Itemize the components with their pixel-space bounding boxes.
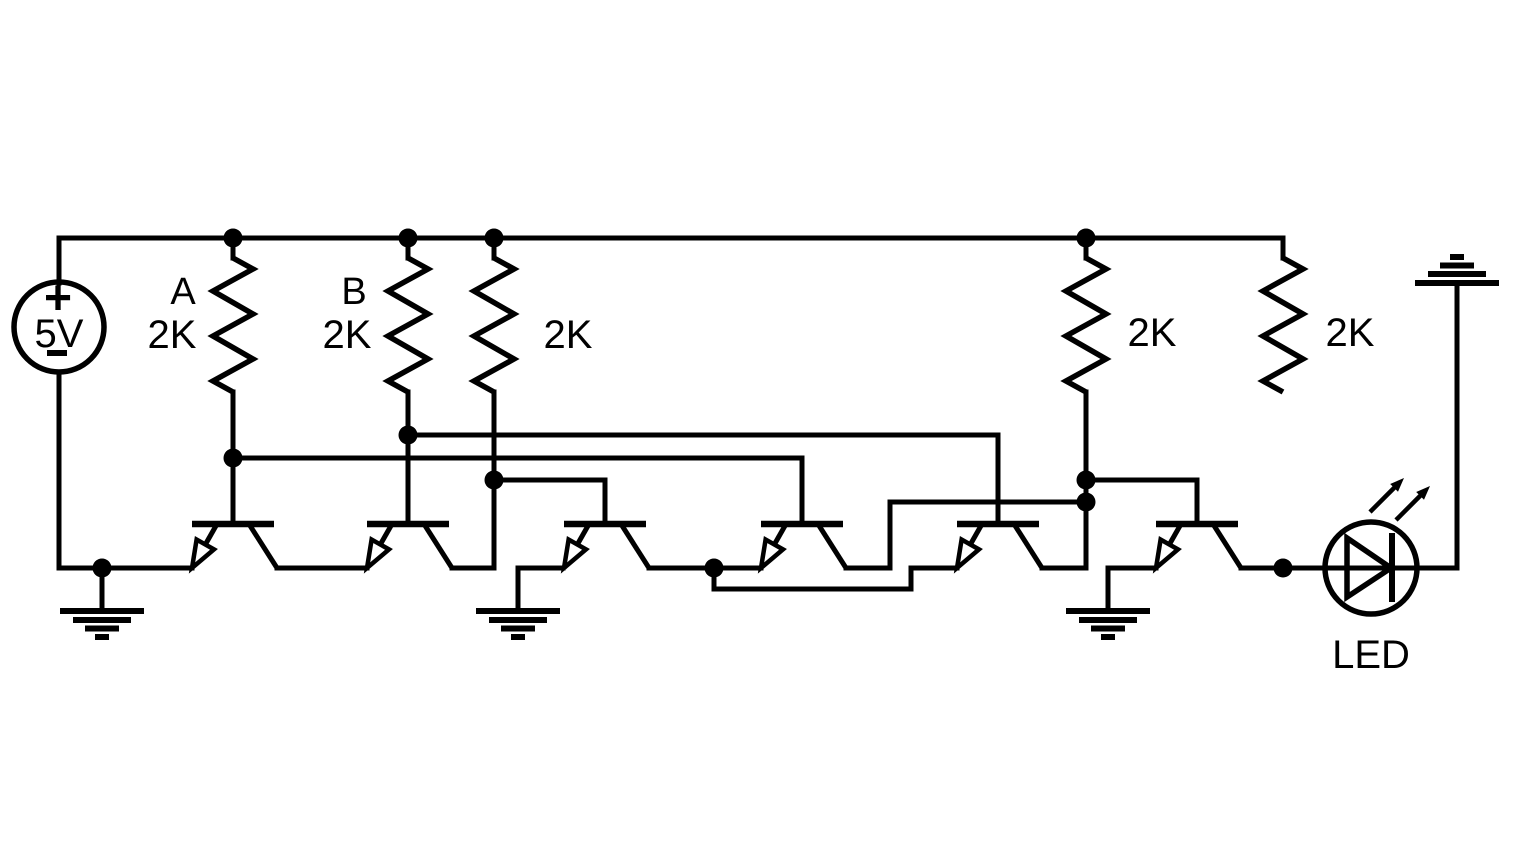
ground-symbol-3 [1066, 611, 1150, 637]
transistor-q1 [192, 524, 277, 568]
junction-dot-common-emitter [704, 558, 724, 578]
wire-q4-collector-to-node2 [843, 499, 1089, 571]
transistor-q5 [957, 524, 1042, 568]
wire-input-b-to-q5-base [405, 432, 1001, 527]
wire-top-power-rail [56, 235, 1286, 286]
voltage-source-circle [11, 279, 107, 375]
transistor-q3 [564, 524, 649, 568]
junction-dot-rail-c [484, 228, 504, 248]
wire-q5-emitter-jog [711, 565, 960, 592]
resistor-e-symbol [1263, 258, 1303, 392]
labels: A 2K B 2K 2K 2K 2K LED [148, 271, 1410, 677]
wires [56, 235, 1460, 614]
junction-dot-rail-d [1076, 228, 1096, 248]
voltage-source-5v: + 5V [11, 272, 107, 375]
wire-source-negative [56, 369, 195, 571]
label-led: LED [1332, 633, 1410, 677]
label-resistor-c-value: 2K [544, 313, 593, 357]
ground-symbol-top-right [1415, 257, 1499, 283]
led-light-arrow-2 [1396, 486, 1430, 520]
junction-dot-node2-lower [1076, 492, 1096, 512]
ground-symbol-2 [476, 611, 560, 637]
junction-dot-rail-b [398, 228, 418, 248]
voltage-source-plus-sign: + [44, 272, 72, 325]
led-circle [1322, 519, 1420, 617]
resistor-b-symbol [388, 258, 428, 392]
label-input-b: B [341, 271, 366, 313]
ground-symbol-1 [60, 611, 144, 637]
voltage-source-value: 5V [35, 312, 84, 356]
resistor-c-symbol [474, 258, 514, 392]
label-input-a: A [170, 271, 196, 313]
junction-dot-input-b [398, 425, 418, 445]
label-resistor-e-value: 2K [1326, 311, 1375, 355]
wire-input-a-to-q4-base [230, 455, 805, 527]
transistor-q6 [1156, 524, 1241, 568]
label-resistor-d-value: 2K [1128, 311, 1177, 355]
wire-node1-to-q3-base [491, 477, 608, 527]
junction-dot-output [1273, 558, 1293, 578]
junction-dot-input-a [223, 448, 243, 468]
led-symbol [1322, 478, 1430, 617]
junction-dot-node1 [484, 470, 504, 490]
wire-q6-emitter-to-ground3 [1105, 565, 1159, 614]
led-light-arrow-1 [1370, 478, 1404, 512]
wire-output-through-led-to-ground [1280, 280, 1460, 571]
led-anode-triangle [1344, 532, 1396, 603]
ground-symbols [60, 257, 1499, 637]
junction-dot-node2-upper [1076, 470, 1096, 490]
label-resistor-a-value: 2K [148, 313, 197, 357]
resistor-d-symbol [1066, 258, 1106, 392]
junction-dot-rail-a [223, 228, 243, 248]
transistor-q4 [761, 524, 846, 568]
junction-dot-ground1 [92, 558, 112, 578]
junction-dots [92, 228, 1293, 578]
label-resistor-b-value: 2K [323, 313, 372, 357]
resistor-a-symbol [213, 258, 253, 392]
transistor-q2 [367, 524, 452, 568]
wire-q3-emitter-to-ground2 [515, 565, 566, 614]
wire-node2-to-q6-base [1083, 477, 1200, 527]
led-light-arrows [1370, 478, 1430, 520]
